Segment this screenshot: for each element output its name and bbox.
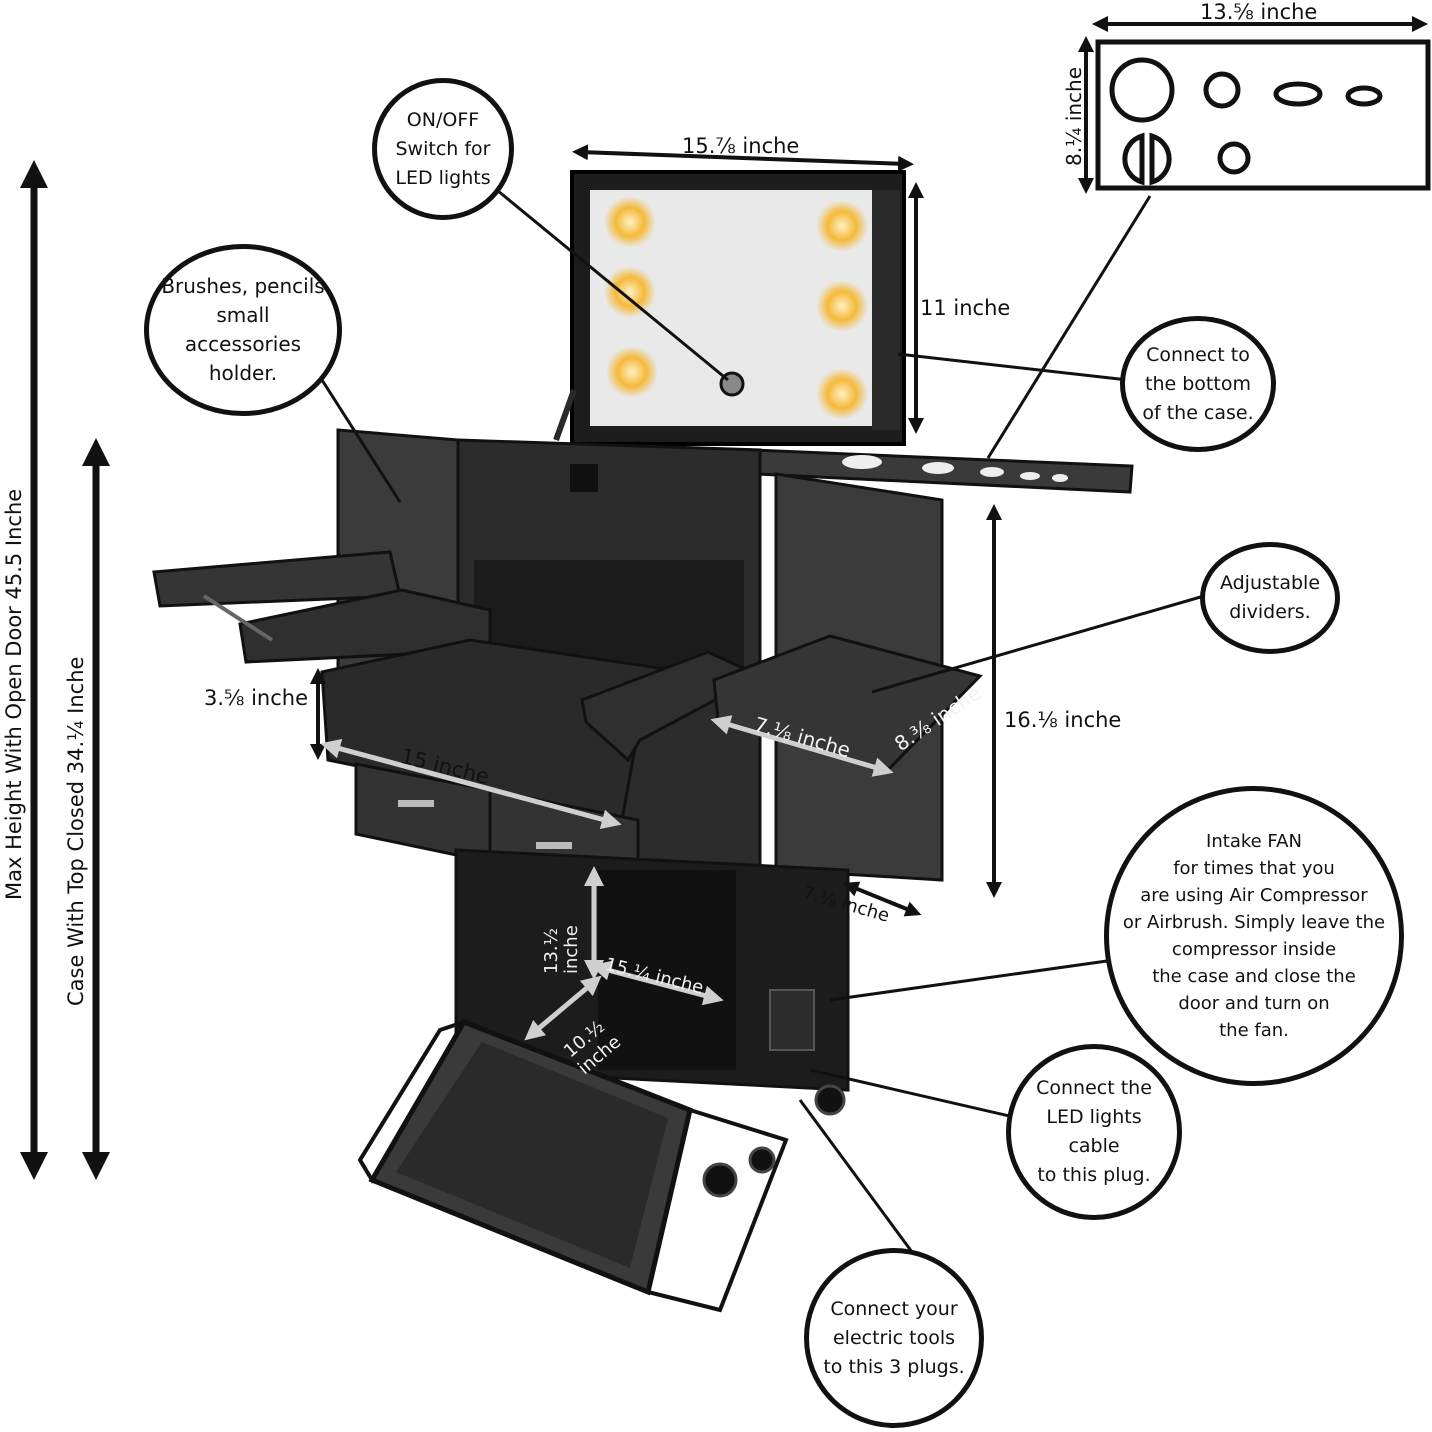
- wheel-icon: [702, 1162, 738, 1198]
- mirror-height-label: 11 inche: [920, 296, 1011, 320]
- drawer-height-label: 3.⅝ inche: [204, 686, 308, 710]
- leader-lines: [320, 184, 1205, 1253]
- callout-connect-bottom: Connect to the bottom of the case.: [1120, 316, 1276, 452]
- led-bulb-icon: [604, 266, 656, 318]
- mirror-lid: [553, 170, 906, 446]
- callout-led-plug: Connect the LED lights cable to this plu…: [1006, 1044, 1182, 1220]
- led-bulb-icon: [604, 196, 656, 248]
- lower-body: [357, 848, 850, 1313]
- dimension-arrows: [19, 16, 1428, 1180]
- led-bulb-icon: [606, 346, 658, 398]
- led-bulb-icon: [816, 200, 868, 252]
- led-bulb-icon: [816, 368, 868, 420]
- mirror-width-label: 15.⅞ inche: [682, 134, 800, 158]
- bottom-height-label: 13.½ inche: [541, 925, 582, 974]
- side-height-label: 16.⅛ inche: [1004, 708, 1122, 732]
- tray-height-label: 8.¼ inche: [1062, 66, 1086, 166]
- callout-switch: ON/OFF Switch for LED lights: [372, 78, 514, 220]
- callout-tools-plugs: Connect your electric tools to this 3 pl…: [804, 1248, 984, 1428]
- callout-dividers: Adjustable dividers.: [1200, 542, 1340, 654]
- led-bulb-icon: [816, 280, 868, 332]
- callout-brushes-holder: Brushes, pencils small accessories holde…: [144, 244, 342, 416]
- wheel-icon: [748, 1146, 776, 1174]
- callout-intake-fan: Intake FAN for times that you are using …: [1104, 786, 1404, 1086]
- closed-height-label: Case With Top Closed 34.¼ Inche: [64, 656, 88, 1006]
- tray-top-view: [1095, 39, 1431, 191]
- dimension-arrows-light: [320, 715, 894, 1041]
- max-height-label: Max Height With Open Door 45.5 Inche: [2, 488, 26, 900]
- left-trays: [152, 550, 492, 664]
- wheel-icon: [814, 1084, 846, 1116]
- tray-width-label: 13.⅝ inche: [1200, 0, 1318, 24]
